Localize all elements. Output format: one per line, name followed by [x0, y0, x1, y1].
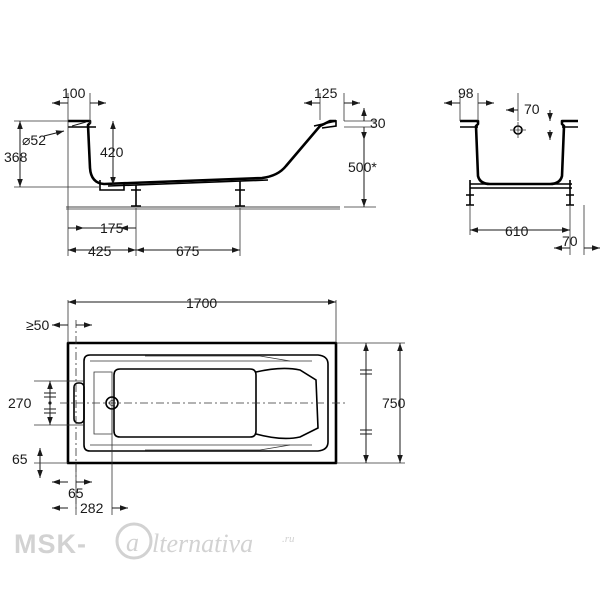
end-view: 98 70 610 70: [444, 85, 600, 255]
dim-tap-offset: 70: [524, 101, 540, 117]
waste-outlet: [99, 180, 125, 191]
tub-end-rail: [470, 183, 572, 189]
dim-edge-side: 65: [68, 485, 84, 501]
dim-rim-width: 98: [458, 85, 474, 101]
dim-leg-width: 610: [505, 223, 529, 239]
dim-edge-bottom: 65: [12, 451, 28, 467]
watermark-brand: MSK-: [14, 529, 87, 559]
tub-floor: [113, 368, 257, 438]
dim-width: 750: [382, 395, 406, 411]
tub-side-outline: [68, 119, 336, 186]
dim-wall-clearance: ≥50: [26, 317, 49, 333]
watermark-at-icon: [115, 522, 153, 560]
dim-waste-position: 282: [80, 500, 104, 516]
watermark-logo: MSK- a lternativa .ru: [14, 522, 295, 560]
dim-leg-spacing: 675: [176, 243, 200, 259]
tub-side-rim-right: [313, 119, 337, 129]
dim-rim-right: 125: [314, 85, 338, 101]
dim-inner-depth: 420: [100, 144, 124, 160]
dim-leg-left: 425: [88, 243, 112, 259]
tub-basin: [83, 354, 329, 452]
dim-handle-spacing: 270: [8, 395, 32, 411]
watermark-script: lternativa: [152, 529, 253, 558]
tub-leg-rail: [107, 179, 269, 187]
legs-end: [466, 180, 574, 206]
tub-end-outline: [460, 119, 578, 186]
legs-side: [131, 181, 245, 207]
top-view: 1700 ≥50 750 270 65 65 282: [8, 295, 406, 516]
dim-leg-offset: 175: [100, 220, 124, 236]
dim-rim-left: 100: [62, 85, 86, 101]
watermark-suffix: .ru: [282, 533, 295, 545]
dim-length: 1700: [186, 295, 217, 311]
dim-leg-side: 70: [562, 233, 578, 249]
side-view: 100 125 30 500* 420 ⌀52 368 175 425 675: [4, 85, 386, 259]
dim-total-height: 500*: [348, 159, 377, 175]
dim-waste-height: 368: [4, 149, 28, 165]
tub-headrest: [255, 367, 319, 440]
watermark-at-glyph: a: [126, 528, 139, 557]
dim-rim-thickness: 30: [370, 115, 386, 131]
dim-waste-diameter: ⌀52: [22, 132, 46, 148]
